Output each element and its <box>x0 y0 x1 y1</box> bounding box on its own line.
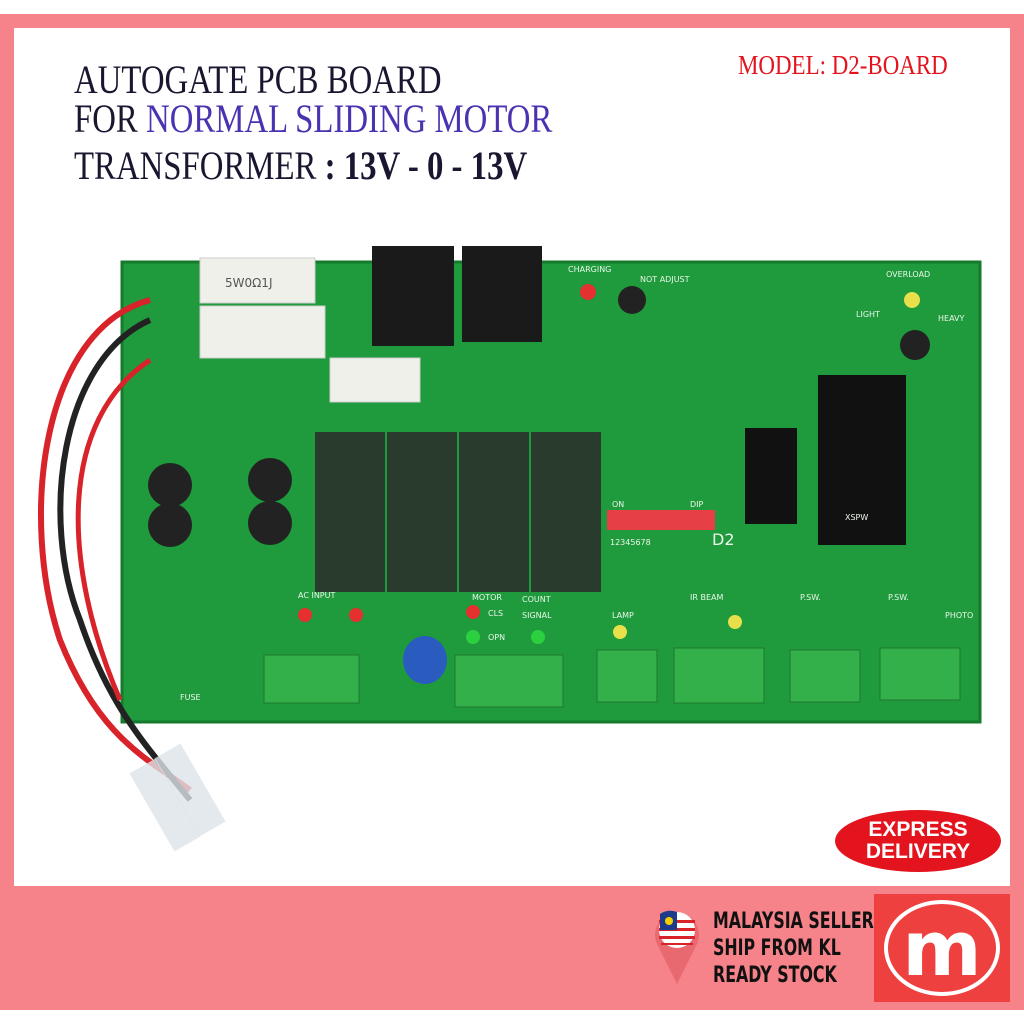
title-accent: NORMAL SLIDING MOTOR <box>146 96 553 141</box>
title-line-2: FOR NORMAL SLIDING MOTOR <box>74 99 552 139</box>
silk-psw-2: P.SW. <box>888 593 909 602</box>
silk-overload: OVERLOAD <box>886 270 930 279</box>
title-line-3: TRANSFORMER : 13V - 0 - 13V <box>74 146 527 186</box>
badge-line-1: EXPRESS <box>868 818 968 841</box>
capacitor <box>403 636 447 684</box>
silk-on: ON <box>612 500 624 509</box>
transformer-value: : 13V - 0 - 13V <box>324 143 528 188</box>
potentiometer-2 <box>900 330 930 360</box>
silk-photo: PHOTO <box>945 611 973 620</box>
logo-letter: m <box>902 903 982 993</box>
potentiometer-1 <box>618 286 646 314</box>
power-resistor-2 <box>199 305 326 359</box>
seller-info: MALAYSIA SELLER SHIP FROM KL READY STOCK <box>713 908 874 989</box>
title-line-1: AUTOGATE PCB BOARD <box>74 57 442 102</box>
title-prefix: FOR <box>74 96 147 141</box>
relay-bank <box>315 432 601 592</box>
terminal-blocks <box>263 647 961 708</box>
silk-heavy: HEAVY <box>938 314 965 323</box>
silk-d2: D2 <box>712 530 735 549</box>
store-logo: m <box>874 894 1010 1002</box>
relay-black-1 <box>372 246 454 346</box>
silk-psw-1: P.SW. <box>800 593 821 602</box>
logo-ring-icon <box>884 900 1000 996</box>
ic-chip <box>745 428 797 524</box>
seller-line-2: SHIP FROM KL <box>713 936 841 961</box>
silk-lamp: LAMP <box>612 611 634 620</box>
silk-opn: OPN <box>488 633 505 642</box>
relay-black-2 <box>462 246 542 342</box>
silk-fuse: FUSE <box>180 693 201 702</box>
microcontroller <box>818 375 906 545</box>
silk-count: COUNT <box>522 595 551 604</box>
silk-motor: MOTOR <box>472 593 502 602</box>
silk-signal: SIGNAL <box>522 611 552 620</box>
transformer-label: TRANSFORMER <box>74 143 325 188</box>
silk-not-adjust: NOT ADJUST <box>640 275 690 284</box>
badge-line-2: DELIVERY <box>865 840 971 863</box>
seller-line-3: READY STOCK <box>713 963 837 988</box>
power-resistor-3 <box>329 357 421 403</box>
model-label: MODEL: D2-BOARD <box>738 50 948 80</box>
dip-switch <box>607 510 715 530</box>
silk-charging: CHARGING <box>568 265 611 274</box>
silk-res: 5W0Ω1J <box>225 276 272 290</box>
power-resistor-1 <box>199 257 316 304</box>
silk-light: LIGHT <box>856 310 880 319</box>
silk-ir-beam: IR BEAM <box>690 593 723 602</box>
silk-dip-numbers: 12345678 <box>610 538 651 547</box>
express-delivery-badge: EXPRESS DELIVERY <box>835 810 1001 872</box>
malaysia-flag-pin-icon <box>655 910 699 984</box>
silk-dip: DIP <box>690 500 704 509</box>
silk-cls: CLS <box>488 609 503 618</box>
seller-line-1: MALAYSIA SELLER <box>713 909 874 934</box>
silk-ac-input: AC INPUT <box>298 591 335 600</box>
silk-mcu: XSPW <box>845 513 868 522</box>
